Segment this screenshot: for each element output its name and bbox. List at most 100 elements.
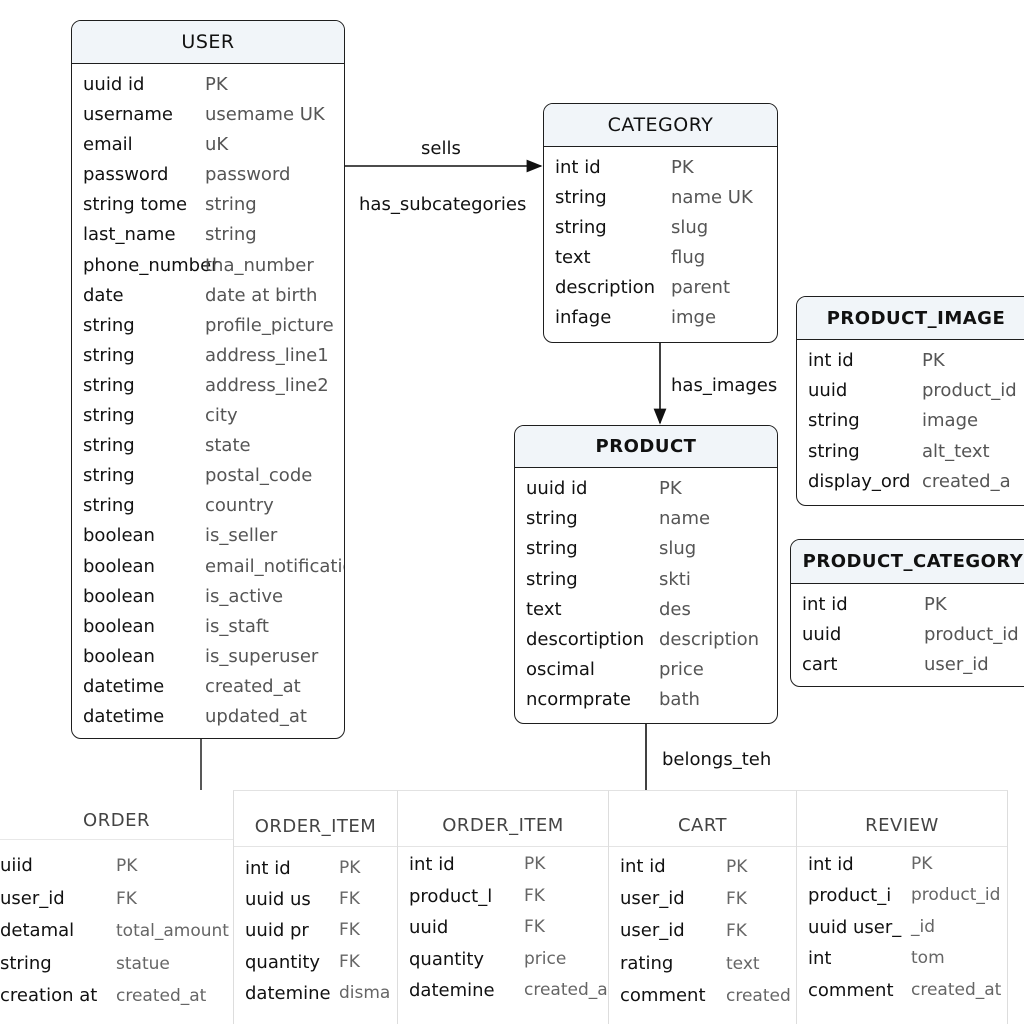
- attribute-name: text: [726, 953, 760, 974]
- attribute-name: state: [205, 435, 251, 457]
- attribute-type: user_id: [620, 920, 685, 942]
- attribute-name: imge: [671, 307, 717, 329]
- attribute-name: postal_code: [205, 465, 313, 487]
- attribute-row: int id PK: [609, 851, 796, 883]
- attribute-name: slug: [659, 538, 697, 560]
- attribute-type: string: [83, 344, 135, 366]
- attribute-type: int id: [808, 350, 854, 371]
- attribute-name: string: [205, 224, 257, 246]
- attribute-type: uiid: [0, 855, 33, 876]
- attribute-type: boolean: [83, 615, 155, 637]
- entity-title: USER: [72, 21, 344, 64]
- attribute-type: ncormprate: [526, 689, 631, 711]
- attribute-type: datemine: [245, 982, 331, 1004]
- attribute-name: address_line1: [205, 344, 329, 366]
- attribute-row: string address_line2: [72, 371, 344, 401]
- attribute-type: text: [526, 598, 562, 620]
- attribute-row: boolean is_superuser: [72, 642, 344, 672]
- attribute-name: product_id: [911, 885, 1001, 906]
- attribute-type: product_i: [808, 885, 892, 907]
- attribute-name: FK: [524, 917, 545, 938]
- attribute-type: string: [83, 374, 135, 396]
- attribute-name: PK: [726, 857, 748, 877]
- attribute-name: FK: [726, 889, 747, 910]
- attribute-type: string: [83, 465, 135, 487]
- attribute-type: boolean: [83, 645, 155, 667]
- attribute-type: phone_number: [83, 254, 219, 276]
- attribute-name: flug: [671, 247, 706, 269]
- attribute-name: price: [524, 948, 567, 969]
- attribute-type: uuid: [808, 380, 848, 402]
- attribute-name: usemame UK: [205, 104, 325, 126]
- attribute-name: is_seller: [205, 525, 278, 547]
- attribute-name: is_superuser: [205, 645, 319, 667]
- attribute-type: string: [83, 435, 135, 457]
- attribute-type: string: [526, 568, 578, 590]
- attribute-type: datetime: [83, 675, 165, 697]
- attribute-name: _id: [911, 916, 936, 937]
- entity-title: ORDER_ITEM: [234, 791, 397, 847]
- attribute-name: skti: [659, 568, 691, 590]
- attribute-row: string address_line1: [72, 341, 344, 371]
- attribute-name: date at birth: [205, 284, 318, 306]
- attribute-row: string postal_code: [72, 461, 344, 491]
- attribute-type: quantity: [409, 948, 485, 970]
- attribute-name: tom: [911, 948, 945, 969]
- attribute-type: datetime: [83, 705, 165, 727]
- attribute-name: FK: [339, 951, 360, 972]
- attribute-type: string: [808, 410, 860, 432]
- attribute-type: string: [83, 495, 135, 517]
- attribute-type: int: [808, 948, 832, 970]
- attribute-type: string: [83, 405, 135, 427]
- attribute-type: uuid: [802, 624, 842, 646]
- attribute-type: int id: [620, 856, 666, 877]
- attribute-row: product_i product_id: [797, 880, 1007, 911]
- attribute-row: user_id FK: [609, 915, 796, 947]
- attribute-type: description: [555, 277, 656, 299]
- attribute-type: boolean: [83, 555, 155, 577]
- attribute-type: string: [526, 538, 578, 560]
- attribute-type: username: [83, 104, 173, 126]
- attribute-name: country: [205, 495, 274, 517]
- attribute-row: username usemame UK: [72, 100, 344, 130]
- attribute-name: address_line2: [205, 374, 329, 396]
- relationship-label-sells: sells: [421, 138, 461, 159]
- relationship-label-has-images: has_images: [671, 375, 778, 396]
- attribute-name: email_notifications: [205, 555, 344, 577]
- attribute-type: uuid user_: [808, 916, 902, 938]
- attribute-type: string: [526, 508, 578, 530]
- attribute-name: FK: [339, 920, 360, 941]
- attribute-name: FK: [726, 921, 747, 942]
- attribute-name: PK: [339, 858, 361, 878]
- entity-title: ORDER_ITEM: [398, 791, 608, 847]
